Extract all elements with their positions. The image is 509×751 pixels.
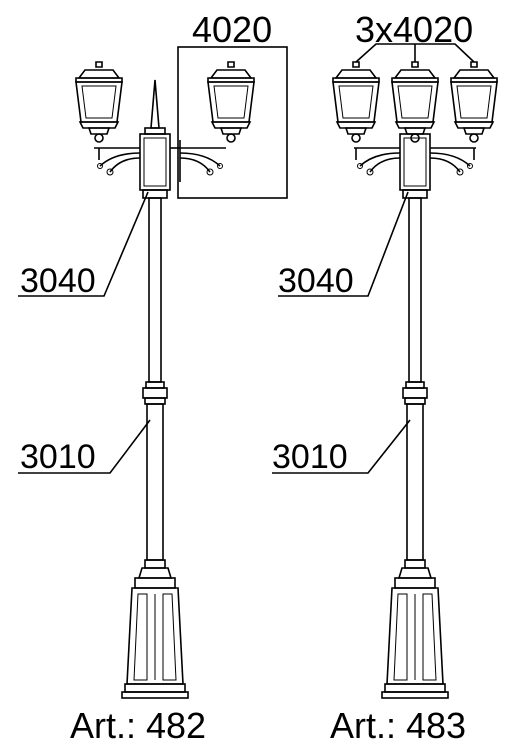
lantern-icon bbox=[75, 61, 123, 143]
pole-3010-left-icon bbox=[121, 197, 189, 699]
lantern-icon bbox=[391, 61, 439, 143]
leader-3040-right bbox=[278, 191, 409, 297]
label-4020: 4020 bbox=[192, 9, 272, 50]
lantern-icon bbox=[207, 61, 255, 143]
leader-3040-left bbox=[18, 191, 149, 297]
lantern-icon bbox=[450, 61, 498, 143]
label-3010-left: 3010 bbox=[20, 438, 96, 476]
pole-3010-right-icon bbox=[381, 197, 449, 699]
label-3040-left: 3040 bbox=[20, 262, 96, 300]
leader-3010-right bbox=[272, 419, 411, 474]
label-3x4020: 3x4020 bbox=[355, 9, 473, 50]
lamp-483 bbox=[272, 43, 498, 699]
label-3010-right: 3010 bbox=[272, 438, 348, 476]
leader-3010-left bbox=[18, 419, 151, 474]
article-482: Art.: 482 bbox=[70, 705, 206, 746]
article-483: Art.: 483 bbox=[330, 705, 466, 746]
lamp-482 bbox=[18, 46, 288, 699]
finial-spike-icon bbox=[150, 79, 160, 129]
module-box-4020 bbox=[177, 46, 288, 199]
lantern-icon bbox=[332, 61, 380, 143]
label-3040-right: 3040 bbox=[278, 262, 354, 300]
